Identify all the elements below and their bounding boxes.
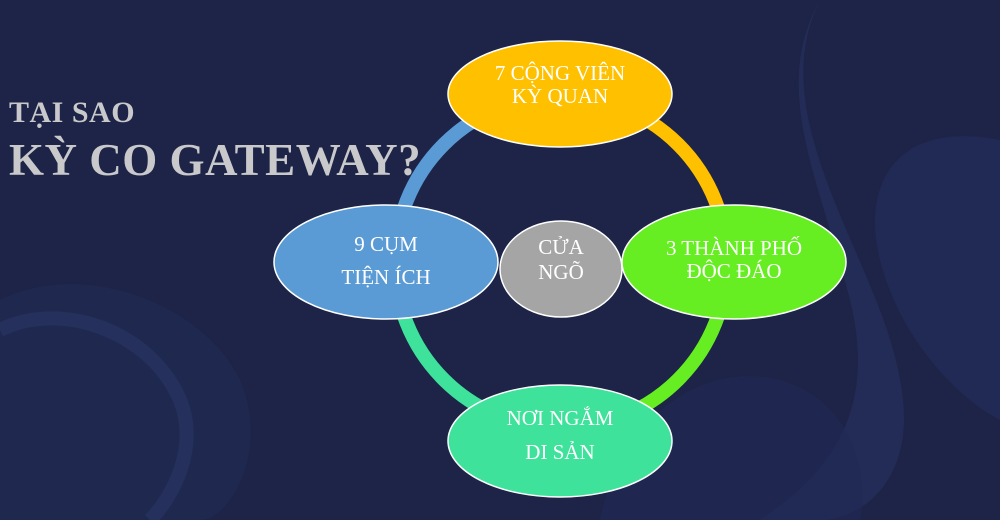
node-left-shape xyxy=(273,204,499,320)
center-line2: NGÕ xyxy=(538,260,584,284)
node-left-line2: TIỆN ÍCH xyxy=(341,265,431,289)
node-left-line1: 9 CỤM xyxy=(354,232,418,256)
node-top-shape xyxy=(447,40,673,148)
center-node-label: CỬA NGÕ xyxy=(538,235,584,285)
node-right-line1: 3 THÀNH PHỐ xyxy=(665,236,803,260)
node-right-label: 3 THÀNH PHỐ ĐỘC ĐÁO xyxy=(666,237,802,283)
node-bottom-line2: DI SẢN xyxy=(525,440,595,464)
node-bottom-label: NƠI NGẮM DI SẢN xyxy=(507,401,614,469)
center-node-shape xyxy=(499,220,623,318)
node-top-line1: 7 CỘNG VIÊN xyxy=(494,61,626,85)
title-line-2: KỲ CO GATEWAY? xyxy=(9,135,422,185)
center-line1: CỬA xyxy=(538,235,584,259)
node-left-label: 9 CỤM TIỆN ÍCH xyxy=(341,228,430,294)
title-line-1: TẠI SAO xyxy=(9,96,136,129)
node-top-label: 7 CỘNG VIÊN KỲ QUAN xyxy=(495,62,625,108)
node-bottom-shape xyxy=(447,384,673,498)
node-bottom-line1: NƠI NGẮM xyxy=(506,406,614,430)
node-right-line2: ĐỘC ĐÁO xyxy=(686,259,782,283)
node-top-line2: KỲ QUAN xyxy=(511,84,609,108)
